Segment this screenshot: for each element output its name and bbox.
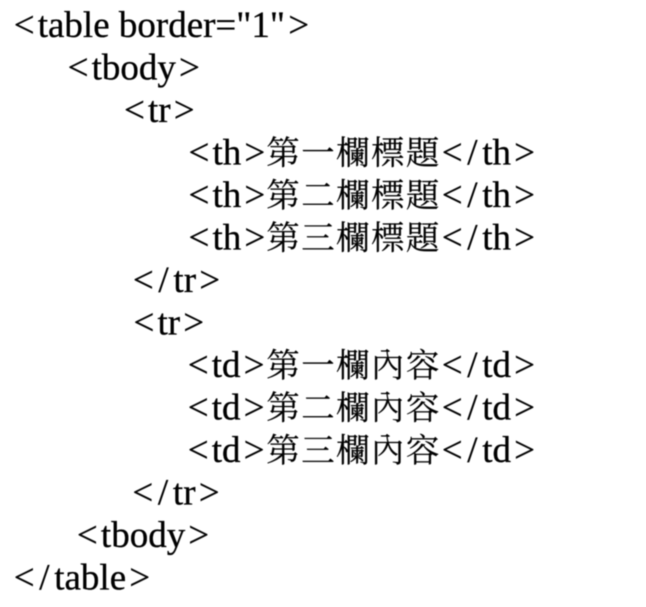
svg-text:<th>: <th> (189, 175, 266, 216)
svg-text:</th>: </th> (442, 175, 535, 216)
svg-text:</th>: </th> (442, 218, 535, 259)
svg-text:<tbody>: <tbody> (77, 515, 209, 556)
svg-text:</th>: </th> (442, 133, 535, 174)
svg-text:</table>: </table> (14, 558, 150, 599)
svg-text:<tr>: <tr> (134, 303, 205, 344)
svg-text:<tbody>: <tbody> (68, 48, 200, 89)
svg-text:<th>: <th> (189, 218, 266, 259)
svg-text:<td>: <td> (188, 388, 265, 429)
svg-text:</tr>: </tr> (133, 260, 220, 301)
svg-text:</td>: </td> (442, 388, 535, 429)
svg-text:<td>: <td> (188, 345, 265, 386)
svg-text:</td>: </td> (442, 430, 535, 471)
svg-text:<td>: <td> (188, 430, 265, 471)
svg-text:<tableborder="1">: <tableborder="1"> (14, 5, 309, 46)
svg-text:</td>: </td> (442, 345, 535, 386)
svg-text:<th>: <th> (189, 133, 266, 174)
svg-text:</tr>: </tr> (132, 473, 219, 514)
svg-text:<tr>: <tr> (124, 90, 195, 131)
